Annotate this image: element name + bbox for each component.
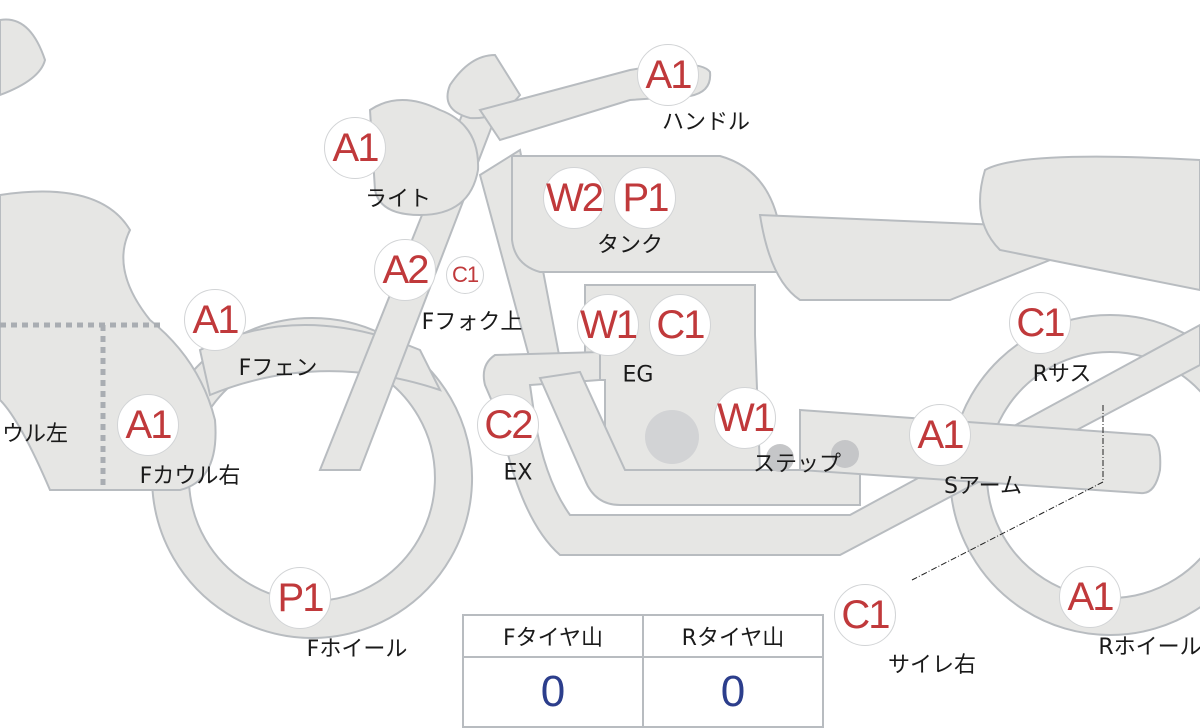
cowl-split-line bbox=[0, 322, 165, 485]
step-peg-left bbox=[766, 444, 794, 472]
seat-shape bbox=[758, 213, 1053, 301]
front-tire-value: 0 bbox=[462, 656, 644, 728]
tire-tread-table: Fタイヤ山 Rタイヤ山 0 0 bbox=[462, 614, 824, 728]
swing-arm-label: Sアーム bbox=[944, 474, 1022, 499]
engine-cylinder bbox=[645, 410, 699, 464]
fork-top-grade-1[interactable]: A2 bbox=[374, 239, 436, 301]
tail-shape bbox=[979, 155, 1200, 292]
f-cowl-right-grade[interactable]: A1 bbox=[117, 394, 179, 456]
silencer-right-grade[interactable]: C1 bbox=[834, 584, 896, 646]
headlight-shape bbox=[368, 99, 480, 217]
r-wheel-grade[interactable]: A1 bbox=[1059, 566, 1121, 628]
tank-grade-1[interactable]: W2 bbox=[543, 167, 605, 229]
exhaust-label: EX bbox=[503, 460, 533, 486]
silencer-leader-line bbox=[911, 405, 1104, 581]
f-cowl-right-label: Fカウル右 bbox=[139, 464, 241, 489]
step-peg-right bbox=[831, 440, 859, 468]
f-wheel-grade[interactable]: P1 bbox=[269, 567, 331, 629]
engine-grade-1[interactable]: W1 bbox=[577, 294, 639, 356]
light-label: ライト bbox=[364, 187, 432, 212]
tank-grade-2[interactable]: P1 bbox=[614, 167, 676, 229]
rear-tire-header: Rタイヤ山 bbox=[642, 614, 824, 658]
swing-arm-grade[interactable]: A1 bbox=[909, 404, 971, 466]
front-tire-header: Fタイヤ山 bbox=[462, 614, 644, 658]
mirror-shape bbox=[0, 18, 47, 97]
f-fender-label: Fフェン bbox=[238, 356, 318, 381]
f-wheel-label: Fホイール bbox=[306, 637, 408, 662]
r-wheel-label: Rホイール bbox=[1098, 635, 1200, 660]
engine-grade-2[interactable]: C1 bbox=[649, 294, 711, 356]
swingarm-shape bbox=[799, 408, 1162, 495]
fork-top-grade-2[interactable]: C1 bbox=[446, 256, 484, 294]
exhaust-grade[interactable]: C2 bbox=[477, 394, 539, 456]
tank-label: タンク bbox=[596, 233, 664, 258]
r-suspension-label: Rサス bbox=[1032, 362, 1092, 387]
silencer-right-label: サイレ右 bbox=[887, 653, 977, 678]
r-suspension-grade[interactable]: C1 bbox=[1009, 292, 1071, 354]
engine-label: EG bbox=[622, 362, 654, 388]
f-fender-grade[interactable]: A1 bbox=[184, 289, 246, 351]
step-grade[interactable]: W1 bbox=[714, 387, 776, 449]
handle-label: ハンドル bbox=[661, 110, 751, 135]
handle-grade[interactable]: A1 bbox=[637, 44, 699, 106]
step-label: ステップ bbox=[752, 452, 842, 477]
f-cowl-left-label: ウル左 bbox=[1, 422, 69, 447]
fork-top-label: Fフォク上 bbox=[421, 310, 523, 335]
rear-tire-value: 0 bbox=[642, 656, 824, 728]
light-grade[interactable]: A1 bbox=[324, 117, 386, 179]
